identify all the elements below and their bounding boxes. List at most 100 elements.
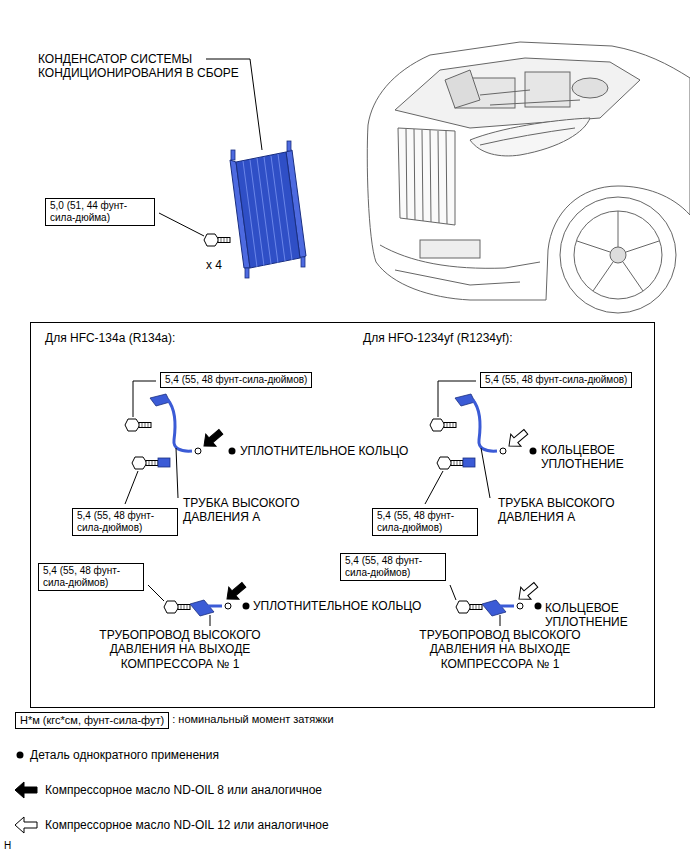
pipe-parts [243, 603, 250, 610]
legend-text: Компрессорное масло ND-OIL 12 или аналог… [45, 818, 329, 832]
torque-box: Н*м (кгс*см, фунт-сила-фут) [15, 712, 169, 729]
leader-line [125, 381, 500, 626]
condenser-drawing [250, 160, 264, 266]
part-label: ТРУБКА ВЫСОКОГО ДАВЛЕНИЯ А [498, 496, 648, 525]
torque-box: 5,4 (55, 48 фунт-сила-дюймов) [38, 563, 144, 591]
car-drawing [420, 240, 480, 258]
torque-value: 5,4 (55, 48 фунт-сила-дюймов) [485, 374, 627, 386]
part-label: ТРУБОПРОВОД ВЫСОКОГО ДАВЛЕНИЯ НА ВЫХОДЕ … [80, 628, 280, 671]
legend-symbol [15, 782, 37, 798]
section-heading: Для HFO-1234yf (R1234yf): [363, 331, 513, 345]
car-drawing [395, 270, 520, 285]
condenser-drawing [264, 157, 278, 263]
torque-box: 5,4 (55, 48 фунт-сила-дюймов) [372, 508, 478, 536]
car-drawing [395, 58, 640, 128]
legend-symbol [17, 752, 24, 759]
leader-line [159, 59, 262, 236]
pipe-parts [500, 448, 506, 454]
car-drawing [480, 128, 575, 145]
condenser-drawing [301, 257, 305, 267]
pipe-parts [199, 426, 226, 452]
pipe-parts [517, 603, 523, 609]
condenser-drawing [271, 156, 285, 261]
pipe-parts [430, 419, 456, 431]
condenser-drawing [278, 154, 292, 260]
car-drawing [430, 130, 431, 222]
car-drawing [618, 211, 619, 247]
pipe-parts [164, 601, 190, 613]
pipe-parts [158, 458, 170, 467]
leader-line [450, 585, 456, 600]
car-drawing [446, 131, 447, 224]
part-label: ТРУБОПРОВОД ВЫСОКОГО ДАВЛЕНИЯ НА ВЫХОДЕ … [400, 628, 600, 671]
car-drawing [623, 262, 643, 291]
pipe-parts [168, 400, 192, 451]
car-drawing [367, 42, 690, 313]
pipe-parts [225, 603, 231, 609]
figure-code: H [4, 840, 11, 852]
pipe-parts [190, 600, 214, 616]
section-heading: Для HFC-134a (R134a): [45, 331, 175, 345]
part-label: КОЛЬЦЕВОЕ УПЛОТНЕНИЕ [545, 601, 645, 630]
pipe-parts [504, 426, 531, 452]
torque-box: 5,0 (51, 44 фунт-сила-дюйма) [45, 198, 155, 226]
pipe-parts [229, 448, 236, 455]
car-drawing [480, 90, 530, 95]
car-drawing [470, 118, 590, 156]
leader-line [148, 585, 164, 601]
car-drawing [367, 42, 690, 300]
pipe-parts [482, 600, 506, 616]
torque-value: 5,4 (55, 48 фунт-сила-дюймов) [345, 555, 441, 579]
car-drawing [490, 100, 580, 105]
torque-value: 5,4 (55, 48 фунт-сила-дюймов) [77, 510, 173, 534]
car-drawing [572, 78, 608, 98]
part-label: ТРУБКА ВЫСОКОГО ДАВЛЕНИЯ А [183, 496, 333, 525]
car-drawing [593, 262, 613, 291]
condenser-drawing [204, 141, 306, 278]
legend-text: Компрессорное масло ND-OIL 8 или аналоги… [45, 783, 322, 797]
leader-line [133, 381, 156, 417]
car-drawing [438, 131, 439, 223]
torque-value: 5,4 (55, 48 фунт-сила-дюймов) [165, 374, 307, 386]
car-drawing [414, 129, 415, 220]
pipe-parts [500, 605, 514, 608]
leader-line [125, 471, 138, 504]
pipe-parts [132, 457, 158, 469]
pipe-parts [125, 419, 151, 431]
pipe-parts [456, 601, 482, 613]
pipe-parts [530, 448, 537, 455]
car-drawing [610, 247, 626, 263]
car-drawing [626, 241, 659, 252]
leader-line [176, 448, 178, 498]
leader-line [481, 448, 490, 498]
part-label: УПЛОТНИТЕЛЬНОЕ КОЛЬЦО [253, 599, 421, 613]
part-label: КОНДЕНСАТОР СИСТЕМЫ КОНДИЦИОНИРОВАНИЯ В … [38, 52, 263, 81]
torque-box: 5,4 (55, 48 фунт-сила-дюймов) [480, 372, 632, 388]
torque-value: 5,0 (51, 44 фунт-сила-дюйма) [50, 200, 150, 224]
torque-box: 5,4 (55, 48 фунт-сила-дюймов) [160, 372, 312, 388]
pipe-parts [463, 458, 475, 467]
condenser-drawing [243, 161, 257, 267]
car-drawing [445, 70, 480, 108]
condenser-drawing [231, 150, 235, 160]
torque-box: 5,4 (55, 48 фунт-сила-дюймов) [340, 553, 446, 581]
pipe-parts [455, 394, 475, 406]
pipe-parts [150, 394, 170, 406]
legend-symbol [15, 752, 37, 834]
pipe-parts [208, 605, 222, 608]
pipe-parts [514, 579, 541, 605]
pipe-parts [195, 448, 201, 454]
pipe-parts [473, 400, 497, 451]
condenser-drawing [236, 152, 300, 268]
legend-symbol [15, 817, 37, 833]
leader-line [210, 615, 211, 626]
part-label: x 4 [206, 258, 222, 272]
leader-line [438, 381, 476, 417]
part-label: УПЛОТНИТЕЛЬНОЕ КОЛЬЦО [240, 444, 408, 458]
legend-text: Деталь однократного применения [30, 748, 219, 762]
torque-value: 5,4 (55, 48 фунт-сила-дюймов) [377, 510, 473, 534]
car-drawing [406, 129, 407, 219]
part-label: КОЛЬЦЕВОЕ УПЛОТНЕНИЕ [541, 443, 641, 472]
leader-line [159, 213, 204, 236]
